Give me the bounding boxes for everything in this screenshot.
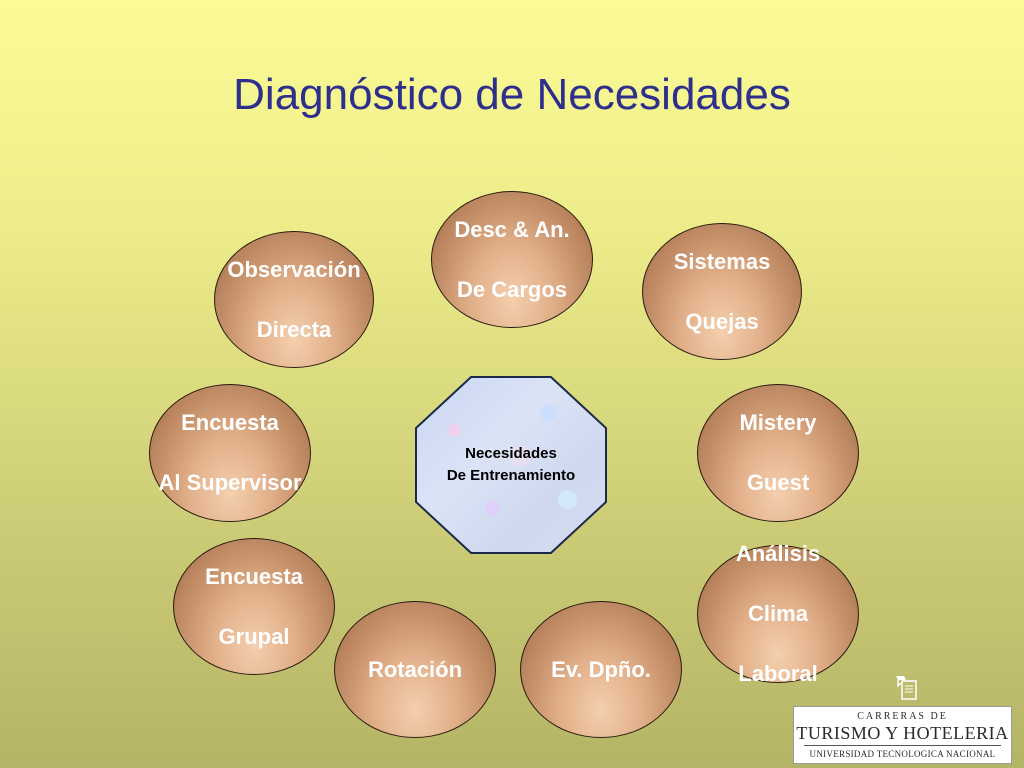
node-label-line: Quejas xyxy=(685,308,759,334)
logo-divider xyxy=(804,745,1001,746)
node-label-line: Encuesta xyxy=(181,410,279,435)
node-label-line: Directa xyxy=(256,316,332,342)
node-ev-dpno: Ev. Dpño. xyxy=(520,601,682,738)
node-label-line: Observación xyxy=(227,256,361,282)
center-node-fill: Necesidades De Entrenamiento xyxy=(417,378,605,552)
node-label-line: Rotación xyxy=(367,656,463,682)
node-label-line: Análisis xyxy=(735,541,821,566)
node-label-line: Sistemas xyxy=(673,248,771,274)
institution-logo: CARRERAS DE TURISMO Y HOTELERIA UNIVERSI… xyxy=(793,706,1012,764)
node-label-line: Grupal xyxy=(218,623,290,649)
logo-line3: UNIVERSIDAD TECNOLOGICA NACIONAL xyxy=(809,749,996,759)
page-title: Diagnóstico de Necesidades xyxy=(233,70,791,119)
node-encuesta-supervisor: Encuesta Al Supervisor xyxy=(149,384,311,522)
center-label-line1: Necesidades xyxy=(465,445,557,462)
node-observacion-directa: Observación Directa xyxy=(214,231,374,368)
node-desc-cargos: Desc & An. De Cargos xyxy=(431,191,593,328)
node-encuesta-grupal: Encuesta Grupal xyxy=(173,538,335,675)
logo-line2: TURISMO Y HOTELERIA xyxy=(796,723,1009,743)
logo-line1: CARRERAS DE xyxy=(857,711,948,722)
node-mistery-guest: Mistery Guest xyxy=(697,384,859,522)
node-analisis-clima-laboral: Análisis Clima Laboral xyxy=(697,541,859,686)
center-node-necesidades: Necesidades De Entrenamiento xyxy=(415,376,607,554)
node-label-line: De Cargos xyxy=(456,276,568,302)
node-sistemas-quejas: Sistemas Quejas xyxy=(642,223,802,360)
node-label-line: Guest xyxy=(746,470,810,495)
node-label-line: Al Supervisor xyxy=(158,470,302,495)
node-label-line: Encuesta xyxy=(205,563,303,589)
node-label-line: Ev. Dpño. xyxy=(551,656,651,682)
center-label-line2: De Entrenamiento xyxy=(446,467,576,484)
node-label-line: Desc & An. xyxy=(454,216,570,242)
node-rotacion: Rotación xyxy=(334,601,496,738)
node-label-line: Clima xyxy=(748,601,808,626)
node-label-line: Mistery xyxy=(739,410,817,435)
document-icon[interactable] xyxy=(894,672,924,702)
node-label-line: Laboral xyxy=(738,661,818,686)
